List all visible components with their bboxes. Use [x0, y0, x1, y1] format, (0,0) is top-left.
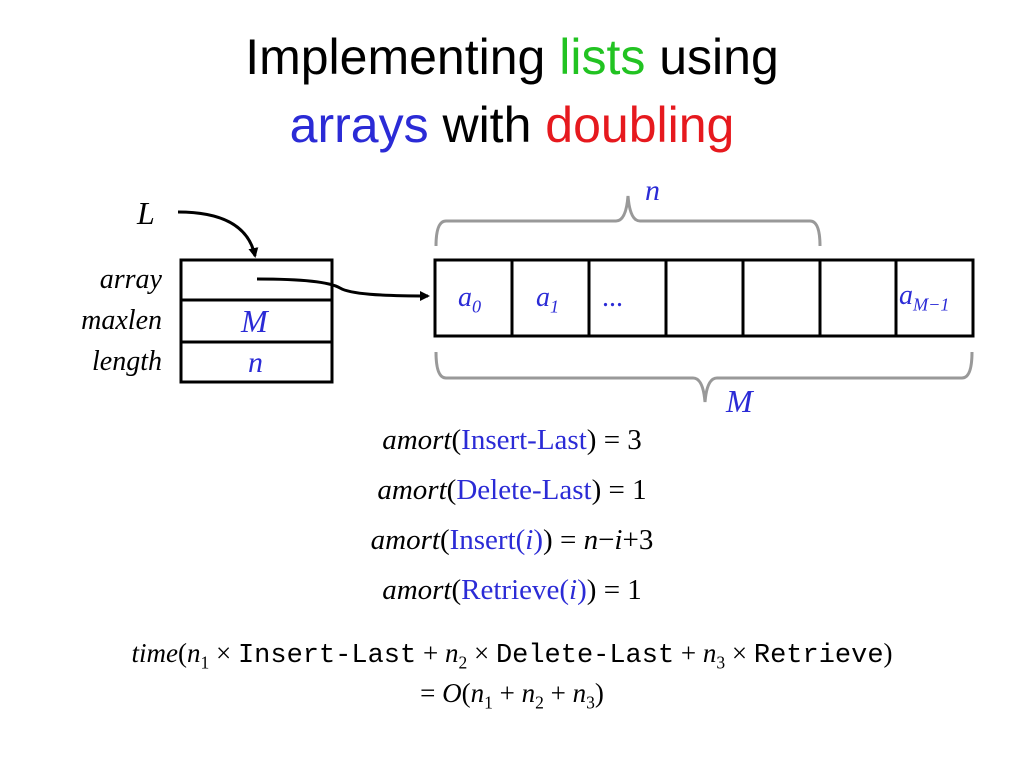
cell-a-last: aM−1 — [899, 280, 950, 315]
equation-retrieve-i: amort(Retrieve(i)) = 1 — [382, 574, 642, 606]
title-line-2: arrays with doubling — [0, 100, 1024, 150]
pointer-arrow — [177, 210, 259, 258]
array-pointer-arrow — [256, 277, 430, 301]
field-label-array: array — [99, 264, 162, 295]
header-record — [179, 258, 334, 384]
time-formula-line-1: time(n1 × Insert-Last + n2 × Delete-Last… — [131, 638, 893, 673]
title-doubling: doubling — [545, 97, 735, 153]
bottom-brace — [434, 351, 974, 403]
time-formula-line-2: = O(n1 + n2 + n3) — [420, 678, 604, 713]
field-label-length: length — [92, 346, 162, 377]
title-text: using — [645, 29, 779, 85]
array-block — [433, 258, 975, 338]
equation-insert-i: amort(Insert(i)) = n−i+3 — [370, 524, 654, 556]
pointer-label-L: L — [137, 195, 155, 231]
brace-label-M: M — [726, 383, 753, 419]
equation-delete-last: amort(Delete-Last) = 1 — [377, 474, 647, 506]
maxlen-value: M — [241, 303, 268, 339]
title-text: Implementing — [245, 29, 560, 85]
cell-a0: a0 — [458, 282, 482, 317]
field-label-maxlen: maxlen — [81, 305, 162, 336]
title-line-1: Implementing lists using — [0, 32, 1024, 82]
length-value: n — [248, 346, 263, 379]
cell-ellipsis: ... — [602, 282, 623, 313]
brace-label-n: n — [645, 174, 660, 207]
title-lists: lists — [559, 29, 646, 85]
equation-insert-last: amort(Insert-Last) = 3 — [382, 424, 642, 456]
top-brace — [434, 195, 822, 247]
cell-a1: a1 — [536, 282, 560, 317]
title-arrays: arrays — [289, 97, 429, 153]
title-text: with — [428, 97, 546, 153]
